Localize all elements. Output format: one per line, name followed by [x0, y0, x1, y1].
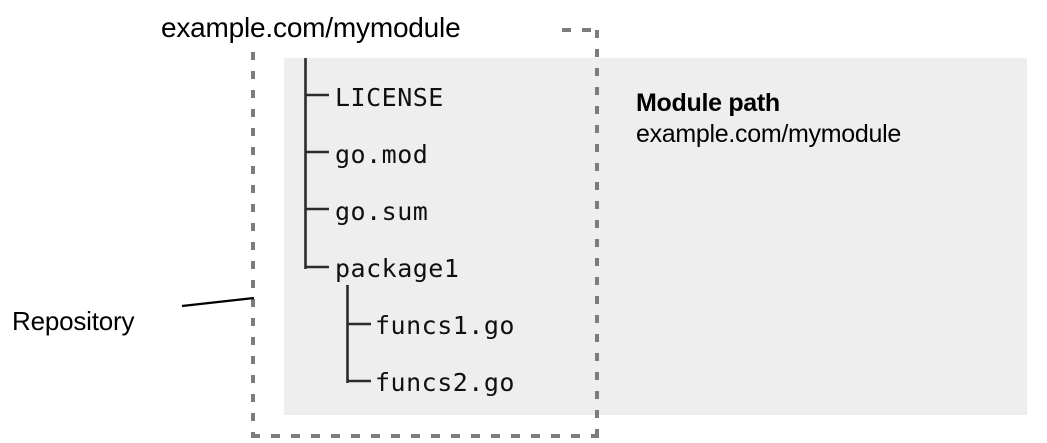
- repository-boundary-right: [595, 30, 599, 438]
- module-panel: [284, 58, 1027, 415]
- tree-item-license[interactable]: LICENSE: [335, 83, 444, 112]
- repository-boundary-left: [251, 52, 255, 438]
- tree-item-funcs1-go[interactable]: funcs1.go: [375, 311, 515, 340]
- annotation-title: Module path: [636, 89, 780, 117]
- module-path-title: example.com/mymodule: [161, 12, 461, 43]
- tree-item-package1[interactable]: package1: [335, 254, 460, 283]
- tree-item-go-sum[interactable]: go.sum: [335, 197, 429, 226]
- tree-item-go-mod[interactable]: go.mod: [335, 140, 429, 169]
- annotation-value: example.com/mymodule: [636, 120, 901, 148]
- file-tree-connectors: [304, 58, 371, 383]
- repository-boundary-top: [562, 28, 599, 32]
- repository-boundary-bottom: [251, 434, 599, 438]
- module-path-annotation: Module path example.com/mymodule: [636, 88, 1016, 150]
- file-tree: LICENSE go.mod go.sum package1 funcs1.go…: [284, 58, 604, 415]
- repository-label: Repository: [12, 306, 135, 336]
- tree-item-funcs2-go[interactable]: funcs2.go: [375, 368, 515, 397]
